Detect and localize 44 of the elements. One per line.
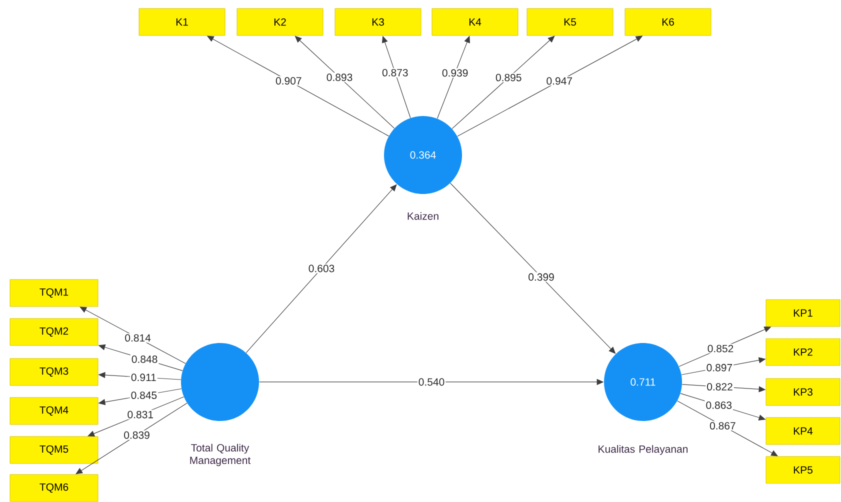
edge-label: 0.947 (546, 77, 572, 85)
edge-label: 0.895 (496, 74, 522, 82)
indicator-box: K6 (624, 8, 712, 36)
indicator-box: K3 (334, 8, 422, 36)
indicator-box: K1 (138, 8, 226, 36)
edge-label: 0.399 (528, 273, 554, 281)
indicator-box: KP5 (766, 456, 840, 484)
edge-label: 0.863 (706, 402, 732, 409)
edge-label: 0.540 (418, 378, 444, 386)
indicator-box: KP4 (766, 417, 840, 445)
indicator-box: KP3 (766, 378, 840, 406)
edge-label: 0.907 (276, 77, 302, 85)
construct-name: Kualitas Pelayanan (598, 445, 688, 455)
indicator-box: K4 (432, 8, 518, 36)
edge-label: 0.831 (128, 410, 153, 418)
edge-label: 0.893 (326, 74, 352, 82)
indicator-box: K2 (236, 8, 324, 36)
indicator-box: TQM6 (10, 474, 98, 502)
indicator-box: TQM2 (10, 318, 98, 346)
indicator-box: TQM3 (10, 358, 98, 386)
construct-name: Total Quality Management (190, 444, 251, 466)
indicator-box: K5 (526, 8, 614, 36)
edge-label: 0.822 (707, 383, 732, 390)
edge-label: 0.848 (132, 356, 158, 363)
indicator-box: KP2 (766, 338, 840, 366)
indicator-box: TQM1 (10, 279, 98, 307)
construct-name: Kaizen (408, 212, 438, 220)
edge-label: 0.911 (131, 374, 156, 382)
arrow (452, 36, 555, 129)
arrow (246, 184, 397, 354)
edge-label: 0.852 (708, 344, 734, 352)
edge-label: 0.814 (125, 334, 151, 342)
edge-label: 0.873 (382, 68, 408, 76)
edge-label: 0.867 (710, 422, 736, 430)
edge-label: 0.839 (124, 431, 150, 439)
construct-circle (181, 342, 259, 421)
edge-label: 0.939 (442, 69, 468, 77)
edge-label: 0.845 (131, 392, 157, 399)
arrow (294, 36, 395, 129)
edge-label: 0.603 (308, 264, 334, 272)
indicator-box: TQM4 (10, 397, 98, 425)
indicator-box: TQM5 (10, 436, 98, 464)
indicator-box: KP1 (766, 299, 840, 327)
edge-label: 0.897 (706, 364, 732, 372)
